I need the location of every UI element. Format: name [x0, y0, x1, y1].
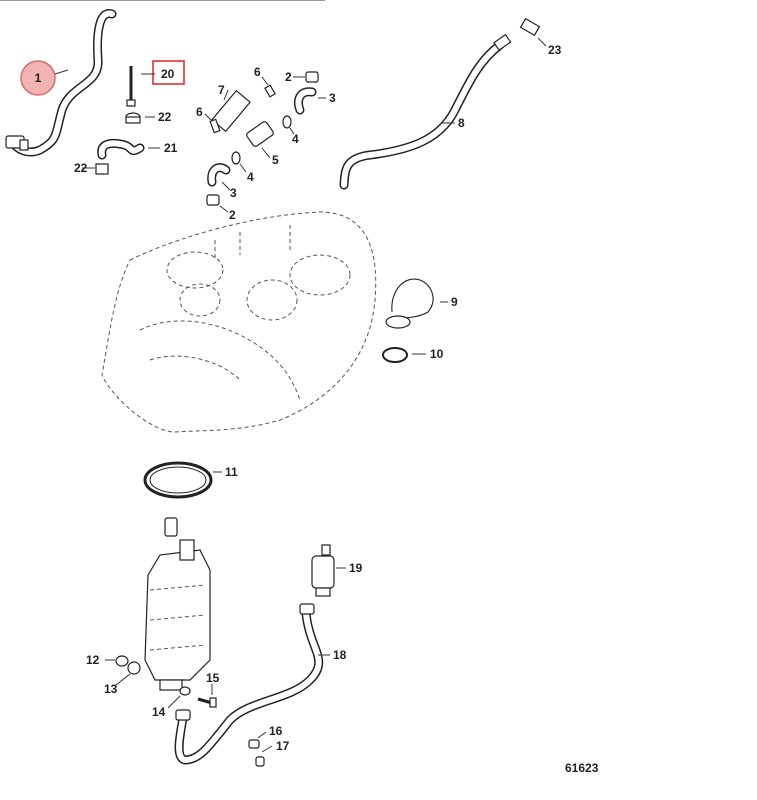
highlight-box: [152, 60, 185, 85]
part-12-grommet[interactable]: 12: [86, 653, 129, 667]
part-22-cap-upper[interactable]: 22: [125, 110, 172, 124]
callout-6-upper: 6: [254, 65, 261, 79]
part-19-filter[interactable]: 19: [311, 544, 363, 597]
part-5-pump[interactable]: 5: [246, 121, 279, 167]
callout-11: 11: [225, 465, 238, 479]
part-7-filter[interactable]: 7: [211, 83, 251, 133]
callout-20-marker[interactable]: 20: [141, 60, 185, 85]
part-16-fitting[interactable]: 16: [248, 724, 283, 749]
part-2-cap-lower[interactable]: 2: [206, 194, 236, 222]
callout-10: 10: [430, 347, 444, 361]
part-11-gasket[interactable]: 11: [143, 461, 238, 499]
callout-12: 12: [86, 653, 100, 667]
callout-6-lower: 6: [196, 105, 203, 119]
part-6-fitting-lower[interactable]: 6: [196, 105, 221, 134]
callout-1: 1: [35, 71, 42, 85]
highlight-circle: [20, 60, 56, 96]
callout-2-lower: 2: [229, 208, 236, 222]
part-22-cap-lower[interactable]: 22: [74, 161, 109, 175]
part-2-cap-upper[interactable]: 2: [285, 70, 319, 84]
callout-13: 13: [104, 682, 118, 696]
part-21-elbow-hose[interactable]: 21: [97, 138, 178, 160]
callout-7: 7: [218, 83, 225, 97]
figure-reference: 61623: [565, 761, 599, 775]
callout-4-left: 4: [247, 170, 254, 184]
part-8-tube[interactable]: 8: [339, 33, 512, 190]
part-1-hose[interactable]: [5, 9, 117, 157]
part-4-ring-right[interactable]: 4: [282, 115, 299, 146]
part-23-fitting[interactable]: 23: [519, 17, 562, 57]
part-13-washer[interactable]: 13: [104, 661, 141, 696]
callout-9: 9: [451, 295, 458, 309]
callout-19: 19: [349, 561, 363, 575]
part-18-hose[interactable]: 18: [174, 603, 347, 765]
callout-16: 16: [269, 724, 283, 738]
callout-20: 20: [161, 67, 175, 81]
part-20-bolt[interactable]: [126, 66, 136, 107]
callout-14: 14: [152, 705, 166, 719]
callout-2-upper: 2: [285, 70, 292, 84]
part-4-ring-left[interactable]: 4: [231, 151, 254, 184]
callout-3-upper: 3: [329, 91, 336, 105]
engine-block-outline: [101, 211, 377, 433]
part-3-hose-upper[interactable]: 3: [294, 87, 337, 115]
callout-22-lower: 22: [74, 161, 88, 175]
callout-4-right: 4: [292, 132, 299, 146]
callout-22-upper: 22: [158, 110, 172, 124]
part-17-screw[interactable]: 17: [255, 739, 290, 767]
callout-3-lower: 3: [230, 186, 237, 200]
fuel-tank-assembly[interactable]: [144, 517, 211, 691]
callout-17: 17: [276, 739, 290, 753]
part-15-bolt[interactable]: 15: [197, 671, 220, 708]
callout-21: 21: [164, 141, 178, 155]
callout-8: 8: [458, 116, 465, 130]
callout-18: 18: [333, 648, 347, 662]
callout-1-marker[interactable]: 1: [20, 60, 69, 96]
part-14-gasket-small[interactable]: 14: [152, 686, 191, 719]
part-3-hose-lower[interactable]: 3: [207, 163, 237, 200]
part-10-o-ring[interactable]: 10: [382, 347, 444, 363]
part-6-fitting-upper[interactable]: 6: [254, 65, 276, 98]
callout-23: 23: [548, 43, 562, 57]
callout-15: 15: [206, 671, 220, 685]
callout-5: 5: [272, 153, 279, 167]
part-9-seal-harness[interactable]: 9: [385, 278, 458, 329]
